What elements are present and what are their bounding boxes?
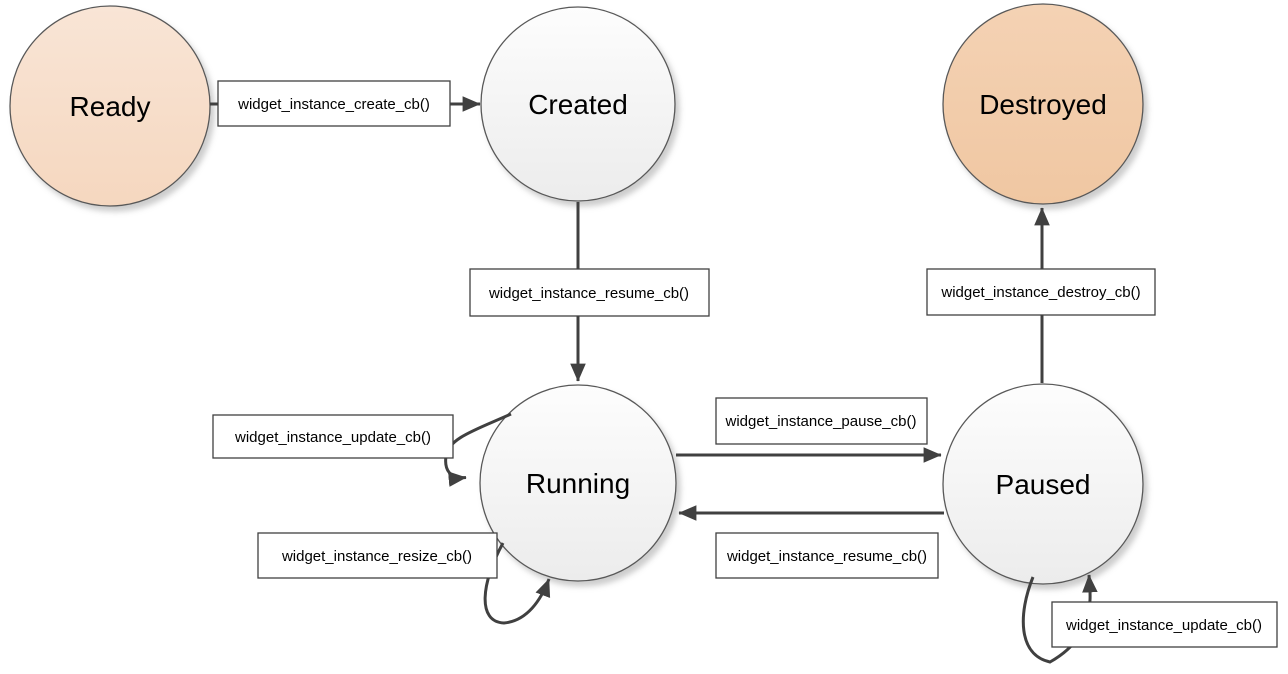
transition-label-text: widget_instance_resize_cb(): [281, 548, 472, 565]
state-circle-paused: [942, 383, 1144, 585]
transition-label-box: [217, 80, 451, 127]
transition-label-pause: widget_instance_pause_cb(): [715, 397, 928, 445]
state-label-destroyed: Destroyed: [979, 89, 1107, 120]
transition-label-box: [212, 414, 454, 459]
state-labels: Ready Created Destroyed Running Paused: [70, 89, 1107, 500]
transition-label-box: [715, 397, 928, 445]
transition-label-text: widget_instance_destroy_cb(): [940, 284, 1140, 301]
state-label-paused: Paused: [996, 469, 1091, 500]
transition-label-box: [469, 268, 710, 317]
transition-label-update-running: widget_instance_update_cb(): [212, 414, 454, 459]
transition-arrow-update-paused: [1021, 574, 1098, 664]
transition-label-box: [257, 532, 498, 579]
transition-label-update-paused: widget_instance_update_cb(): [1051, 601, 1278, 648]
transition-label-resume-from-created: widget_instance_resume_cb(): [469, 268, 710, 317]
transition-label-box: [1051, 601, 1278, 648]
state-circle-ready: [9, 5, 211, 207]
transition-label-resize-running: widget_instance_resize_cb(): [257, 532, 498, 579]
transition-label-text: widget_instance_resume_cb(): [726, 548, 927, 565]
transition-label-text: widget_instance_update_cb(): [1065, 617, 1262, 634]
state-circle-destroyed: [942, 3, 1144, 205]
state-label-ready: Ready: [70, 91, 151, 122]
transition-label-box: [926, 268, 1156, 316]
state-label-created: Created: [528, 89, 628, 120]
transition-label-text: widget_instance_create_cb(): [237, 96, 430, 113]
transition-labels: widget_instance_create_cb() widget_insta…: [212, 80, 1278, 648]
state-label-running: Running: [526, 468, 630, 499]
transition-label-destroy: widget_instance_destroy_cb(): [926, 268, 1156, 316]
transition-label-text: widget_instance_update_cb(): [234, 429, 431, 446]
state-nodes: [9, 3, 1144, 585]
transition-label-resume-from-paused: widget_instance_resume_cb(): [715, 532, 939, 579]
transition-label-create: widget_instance_create_cb(): [217, 80, 451, 127]
state-circle-running: [479, 384, 677, 582]
transition-label-box: [715, 532, 939, 579]
transition-label-text: widget_instance_resume_cb(): [488, 285, 689, 302]
transition-label-text: widget_instance_pause_cb(): [725, 413, 917, 430]
state-circle-created: [480, 6, 676, 202]
